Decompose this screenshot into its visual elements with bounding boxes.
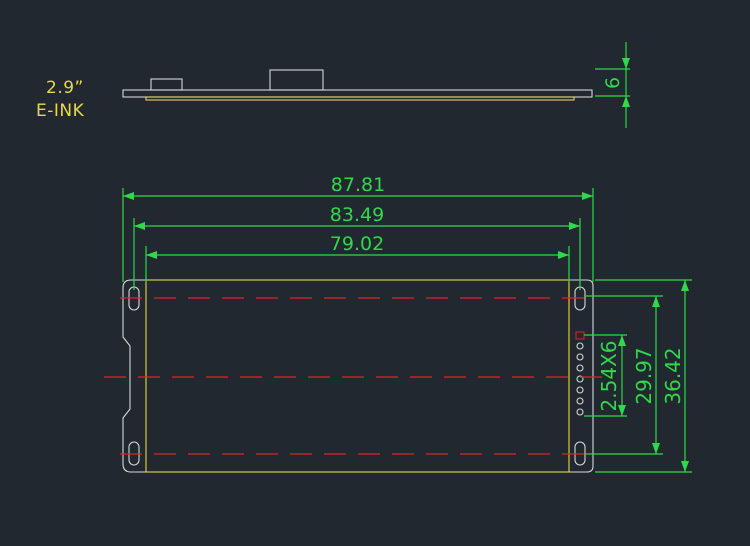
center-lines — [104, 297, 610, 455]
dimension-display-width: 79.02 — [145, 233, 570, 282]
thickness-label: 6 — [602, 77, 624, 89]
mounting-holes — [128, 286, 586, 466]
total-width-label: 87.81 — [331, 174, 385, 196]
side-connector — [150, 78, 183, 91]
pin — [576, 364, 584, 372]
pin-pitch-label: 2.54X6 — [597, 341, 621, 412]
thickness-dimension: 6 — [595, 42, 630, 128]
pin — [576, 397, 584, 405]
pin — [576, 353, 584, 361]
dimension-pin-pitch: 2.54X6 — [584, 334, 627, 417]
dimension-hole-spacing: 83.49 — [133, 204, 581, 290]
dimension-total-width: 87.81 — [122, 174, 594, 282]
pin — [576, 375, 584, 383]
pin — [576, 342, 584, 350]
display-width-label: 79.02 — [330, 233, 384, 255]
dimension-hole-vertical: 29.97 — [586, 295, 663, 455]
pin — [576, 408, 584, 416]
side-view — [122, 69, 593, 101]
board-outline — [122, 279, 594, 473]
hole-spacing-label: 83.49 — [330, 204, 384, 226]
pin — [576, 386, 584, 394]
total-height-label: 36.42 — [661, 347, 685, 404]
display-panel — [145, 279, 570, 473]
pin-1-square — [575, 331, 585, 340]
title-size: 2.9” — [46, 78, 84, 98]
side-pcb — [122, 89, 593, 98]
title-type: E-INK — [36, 101, 85, 121]
side-component — [269, 69, 324, 91]
pin-header — [575, 331, 585, 416]
hole-vertical-label: 29.97 — [632, 347, 656, 404]
side-display-panel — [145, 96, 575, 101]
dimension-total-height: 36.42 — [595, 279, 692, 473]
